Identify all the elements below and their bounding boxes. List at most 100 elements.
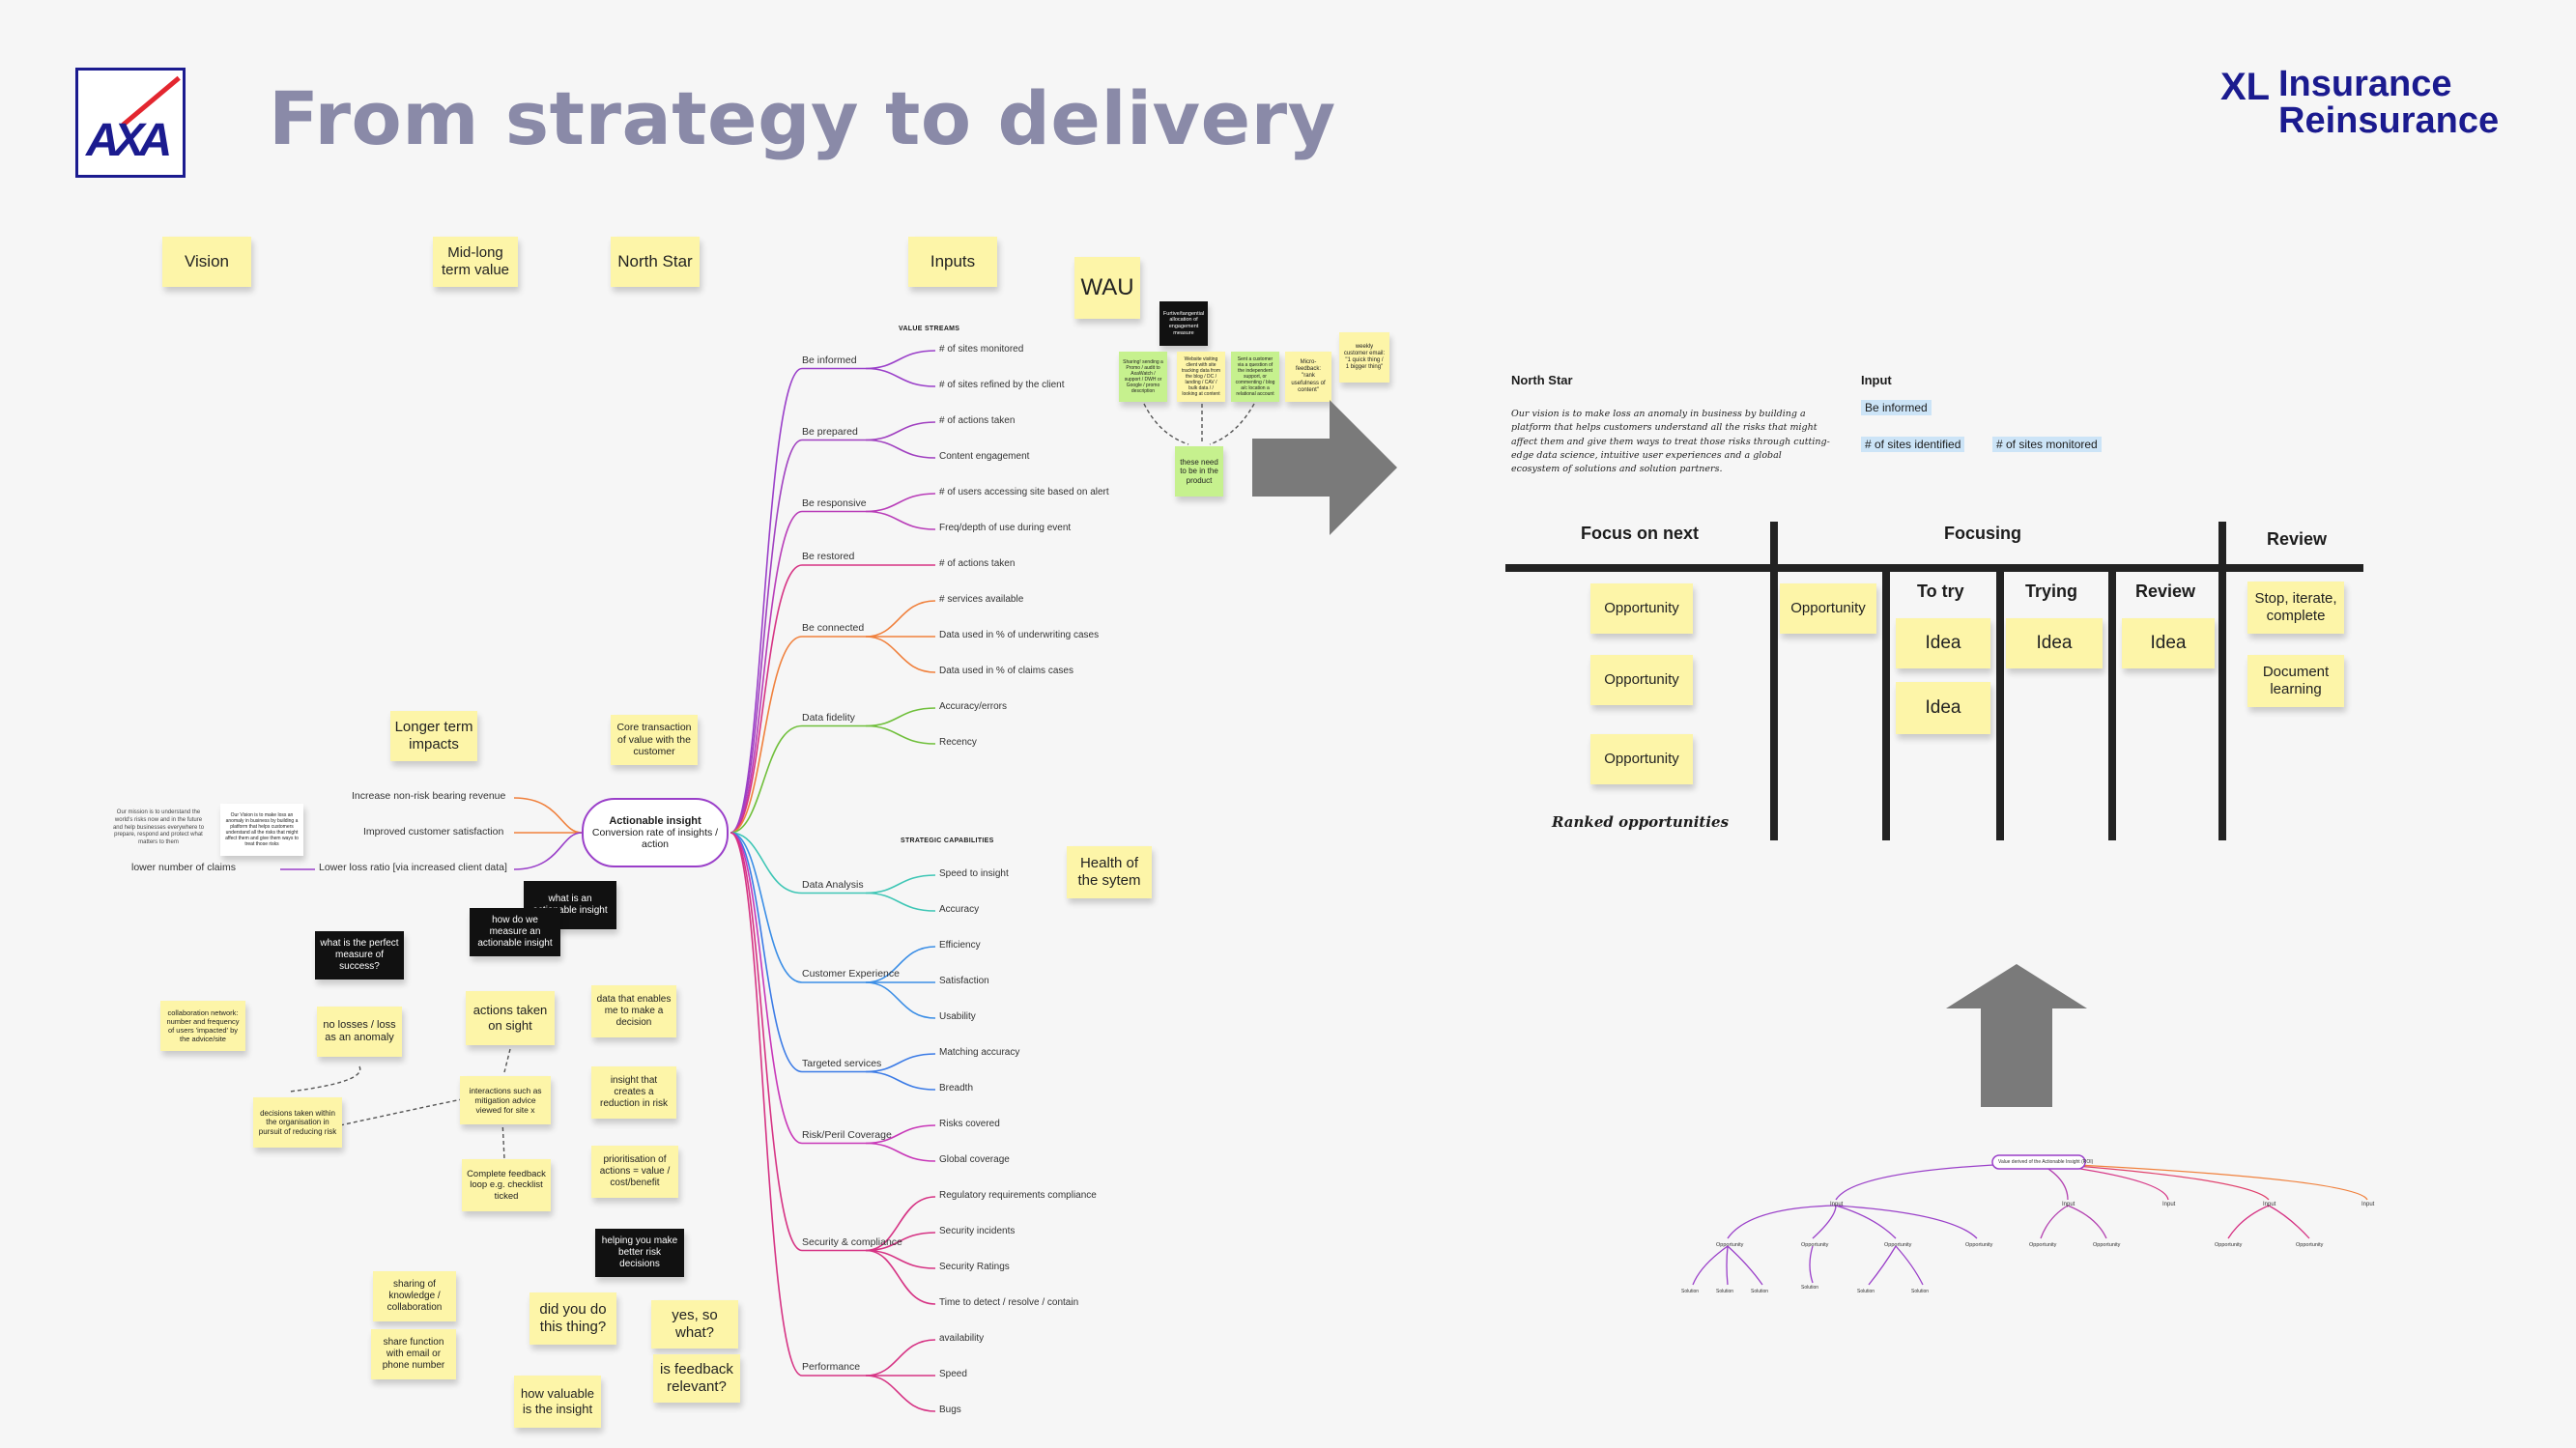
tree-opportunity-7: Opportunity — [2215, 1242, 2243, 1248]
sticky-core-transaction[interactable]: Core transaction of value with the custo… — [611, 715, 698, 765]
hub-actionable-insight[interactable]: Actionable insight Conversion rate of in… — [582, 798, 729, 867]
card-opportunity-1[interactable]: Opportunity — [1590, 583, 1693, 634]
cap-leaf-label-4-2: Security Ratings — [939, 1262, 1010, 1272]
note-decisions-taken[interactable]: decisions taken within the organisation … — [253, 1097, 342, 1148]
cap-branch-1 — [730, 832, 803, 983]
sticky-vision[interactable]: Vision — [162, 237, 251, 287]
note-sharing[interactable]: Sharing! sending a Promo / audit to AxaW… — [1119, 352, 1167, 402]
vs-label-3: Be restored — [802, 551, 855, 562]
note-helping-you[interactable]: helping you make better risk decisions — [595, 1229, 684, 1277]
cap-label-0: Data Analysis — [802, 878, 864, 891]
note-sent-customer[interactable]: Sent a customer via a question of the in… — [1231, 352, 1279, 402]
note-sharing-knowledge[interactable]: sharing of knowledge / collaboration — [373, 1271, 456, 1321]
note-mission: Our mission is to understand the world's… — [112, 809, 205, 846]
tree-opportunity-3: Opportunity — [1884, 1242, 1912, 1248]
note-perfect-measure[interactable]: what is the perfect measure of success? — [315, 931, 404, 980]
card-opportunity-3[interactable]: Opportunity — [1590, 734, 1693, 784]
vs-label-5: Data fidelity — [802, 711, 855, 724]
cap-leaf-label-0-0: Speed to insight — [939, 868, 1009, 879]
cap-leaf-3-0 — [865, 1124, 936, 1145]
note-need-in-product[interactable]: these need to be in the product — [1175, 446, 1223, 497]
axa-logo: AXA — [75, 68, 186, 178]
board-input-be-informed: Be informed — [1861, 400, 1932, 415]
note-did-you-do[interactable]: did you do this thing? — [530, 1292, 616, 1345]
vs-label-2: Be responsive — [802, 497, 867, 509]
hub-title: Actionable insight — [609, 815, 701, 827]
card-stop-iterate[interactable]: Stop, iterate, complete — [2247, 582, 2344, 634]
impact-lines — [280, 797, 583, 870]
note-furtive-allocation[interactable]: Furtive/tangential allocation of engagem… — [1159, 301, 1208, 346]
vs-leaf-label-4-1: Data used in % of underwriting cases — [939, 630, 1100, 640]
cap-leaf-4-2 — [865, 1249, 936, 1269]
vs-leaf-5-0 — [865, 707, 936, 727]
axa-logo-text: AXA — [86, 115, 172, 166]
card-idea-try-2[interactable]: Idea — [1896, 682, 1990, 734]
cap-leaf-0-1 — [865, 892, 936, 912]
sticky-inputs[interactable]: Inputs — [908, 237, 997, 287]
vs-leaf-0-1 — [865, 367, 936, 387]
board-header-focus-on-next: Focus on next — [1581, 524, 1700, 543]
sticky-health[interactable]: Health of the sytem — [1067, 846, 1152, 898]
cap-branch-0 — [730, 832, 803, 894]
tree-opportunity-6: Opportunity — [2093, 1242, 2121, 1248]
cap-branch-3 — [730, 832, 803, 1145]
note-how-valuable[interactable]: how valuable is the insight — [514, 1376, 601, 1428]
note-how-measure[interactable]: how do we measure an actionable insight — [470, 908, 560, 956]
card-idea-try-1[interactable]: Idea — [1896, 618, 1990, 668]
note-actions-taken[interactable]: actions taken on sight — [466, 991, 555, 1045]
note-yes-so-what[interactable]: yes, so what? — [651, 1300, 738, 1349]
note-is-feedback[interactable]: is feedback relevant? — [653, 1354, 740, 1403]
card-opportunity-2[interactable]: Opportunity — [1590, 655, 1693, 705]
tree-input-4: Input — [2263, 1202, 2276, 1207]
vs-leaf-label-0-1: # of sites refined by the client — [939, 380, 1065, 390]
sticky-mid-long[interactable]: Mid-long term value — [433, 237, 518, 287]
board-ranked-opportunities: Ranked opportunities — [1552, 813, 1730, 831]
note-no-losses[interactable]: no losses / loss as an anomaly — [317, 1007, 402, 1057]
cap-leaf-label-0-1: Accuracy — [939, 904, 980, 915]
sticky-north-star[interactable]: North Star — [611, 237, 700, 287]
note-insight-creates[interactable]: insight that creates a reduction in risk — [591, 1066, 676, 1119]
cap-leaf-label-5-2: Bugs — [939, 1405, 961, 1415]
sticky-longer-term[interactable]: Longer term impacts — [390, 711, 477, 761]
tree-solution-2: Solution — [1716, 1289, 1734, 1294]
note-collab-network[interactable]: collaboration network: number and freque… — [160, 1001, 245, 1051]
impact-loss-ratio: Lower loss ratio [via increased client d… — [319, 862, 507, 873]
note-website-visiting[interactable]: Website visiting client with site tracki… — [1177, 352, 1225, 402]
note-interactions[interactable]: interactions such as mitigation advice v… — [460, 1076, 551, 1124]
note-share-function[interactable]: share function with email or phone numbe… — [371, 1329, 456, 1379]
impact-line-0 — [513, 797, 583, 834]
cap-label-5: Performance — [802, 1361, 861, 1373]
note-prioritisation[interactable]: prioritisation of actions = value / cost… — [591, 1146, 678, 1198]
cap-leaf-4-1 — [865, 1232, 936, 1252]
vs-leaf-label-5-1: Recency — [939, 737, 977, 748]
sticky-wau[interactable]: WAU — [1074, 257, 1140, 319]
vs-branch-3 — [730, 564, 803, 834]
tree-solution-5: Solution — [1857, 1289, 1875, 1294]
tree-solution-4: Solution — [1801, 1285, 1819, 1291]
vs-branch-0 — [730, 367, 803, 834]
board-north-star-label: North Star — [1511, 373, 1573, 387]
card-document-learning[interactable]: Document learning — [2247, 655, 2344, 707]
cap-leaf-1-2 — [865, 981, 936, 1019]
tree-solution-3: Solution — [1751, 1289, 1769, 1294]
note-complete-feedback[interactable]: Complete feedback loop e.g. checklist ti… — [462, 1159, 551, 1211]
vs-leaf-label-1-1: Content engagement — [939, 451, 1030, 462]
card-idea-review[interactable]: Idea — [2122, 618, 2215, 668]
note-weekly-email[interactable]: weekly customer email: "1 quick thing / … — [1339, 332, 1389, 383]
note-data-enables[interactable]: data that enables me to make a decision — [591, 985, 676, 1037]
card-opportunity-focusing[interactable]: Opportunity — [1780, 583, 1876, 634]
note-vision-card[interactable]: Our Vision is to make loss an anomaly in… — [220, 804, 303, 856]
vs-label-4: Be connected — [802, 622, 865, 634]
tree-solution-1: Solution — [1681, 1289, 1700, 1294]
impact-claims: lower number of claims — [131, 862, 236, 873]
vs-leaf-0-0 — [865, 350, 936, 370]
board-header-review-sub: Review — [2135, 582, 2196, 601]
cap-leaf-5-0 — [865, 1339, 936, 1377]
tree-input-3: Input — [2162, 1202, 2176, 1207]
cap-leaf-2-0 — [865, 1053, 936, 1073]
vs-leaf-label-5-0: Accuracy/errors — [939, 701, 1008, 712]
impact-line-2 — [513, 832, 583, 870]
note-micro-feedback[interactable]: Micro-feedback: "rank usefulness of cont… — [1285, 352, 1331, 402]
card-idea-trying[interactable]: Idea — [2006, 618, 2103, 668]
